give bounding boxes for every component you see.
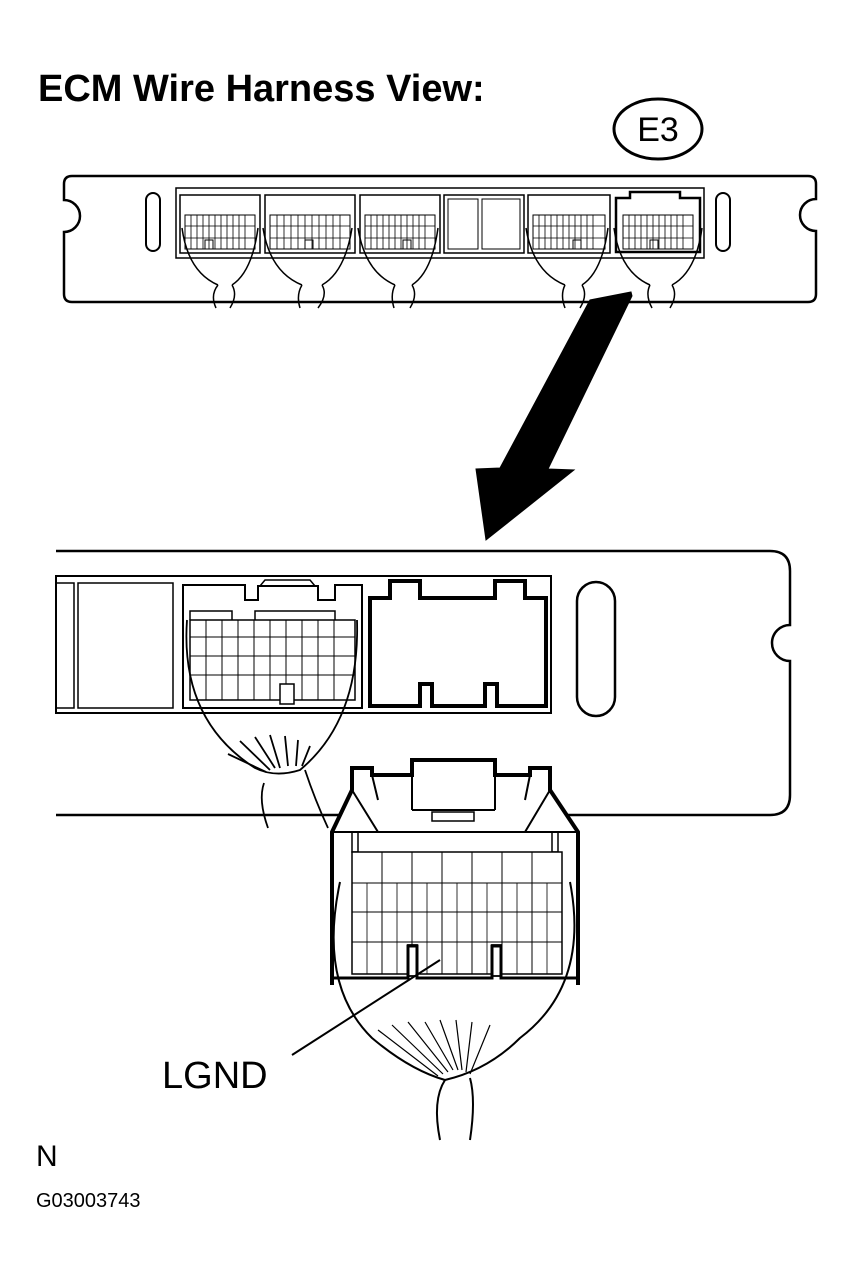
overview-connector-slot bbox=[264, 194, 356, 254]
overview-connector-slot bbox=[527, 194, 611, 254]
diagram-title: ECM Wire Harness View: bbox=[38, 68, 485, 110]
note-marker: N bbox=[36, 1140, 58, 1173]
connector-code-badge: E3 bbox=[612, 97, 704, 161]
connector-code-text: E3 bbox=[637, 111, 679, 149]
figure-id: G03003743 bbox=[36, 1190, 141, 1212]
overview-connector-slot bbox=[179, 194, 261, 254]
enlarged-wire-harness bbox=[185, 619, 359, 829]
lgnd-terminal-label: LGND bbox=[162, 1055, 268, 1097]
harness-connector bbox=[330, 758, 580, 1141]
e3-connector-socket bbox=[368, 579, 548, 708]
enlarge-arrow bbox=[475, 291, 633, 541]
overview-connector-slot bbox=[359, 194, 441, 254]
ecm-overview bbox=[62, 174, 818, 309]
mating-connector-housing bbox=[182, 579, 363, 709]
overview-wire-harness bbox=[181, 227, 703, 309]
overview-blank-slot bbox=[443, 194, 525, 254]
overview-e3-connector bbox=[614, 190, 702, 254]
ecm-enlarged-view bbox=[55, 549, 792, 829]
lgnd-leader-line bbox=[291, 959, 441, 1056]
